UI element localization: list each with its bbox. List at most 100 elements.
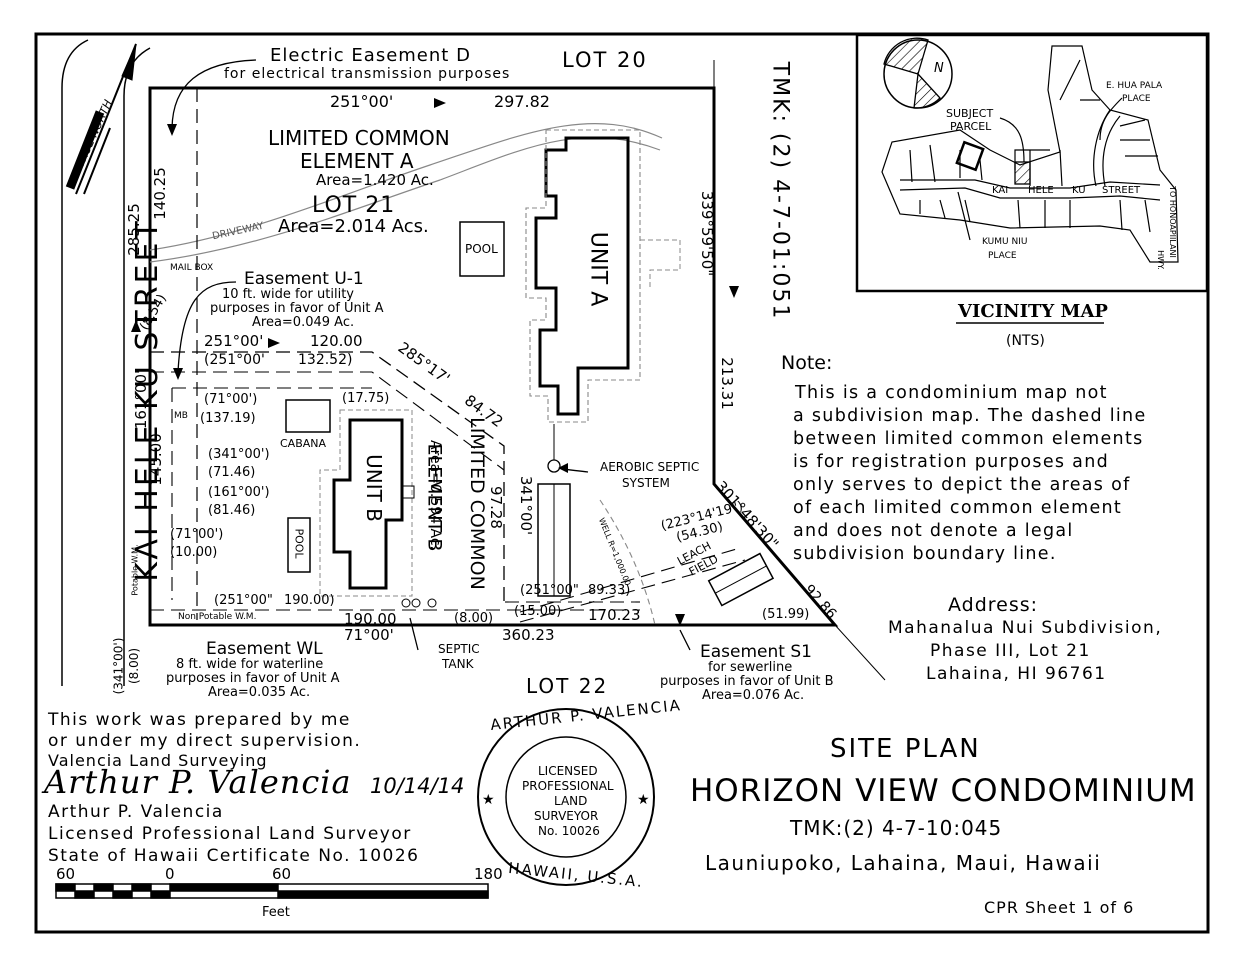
potable-wm: Potable W.M.	[130, 544, 140, 596]
bearing-251d: (251°00"	[214, 593, 273, 608]
aerobic-label-2: SYSTEM	[622, 476, 670, 490]
dim-145-00: 145.00	[146, 433, 165, 486]
cert-line-1: This work was prepared by me	[48, 710, 351, 730]
cabana[interactable]	[285, 399, 331, 433]
dim-8-00b: (8.00)	[127, 647, 142, 685]
surveyor-seal	[477, 708, 655, 886]
seal-center-4: SURVEYOR	[534, 809, 599, 823]
vicinity-hua-1: E. HUA PALA	[1106, 81, 1163, 91]
easement-d-title: Electric Easement D	[270, 45, 471, 66]
note-line: only serves to depict the areas of	[793, 475, 1131, 495]
bearing-251c: (251°00"	[520, 583, 579, 598]
dim-81-46: (81.46)	[208, 503, 256, 518]
vicinity-nts: (NTS)	[1006, 333, 1045, 349]
cert-line-2: or under my direct supervision.	[48, 731, 362, 751]
dim-137-19: (137.19)	[200, 411, 256, 426]
leader-lines	[171, 59, 691, 651]
lce-divider	[150, 351, 505, 602]
seal-center-5: No. 10026	[538, 824, 600, 838]
easement-wl-desc2: purposes in favor of Unit A	[166, 671, 340, 686]
dim-17-75: (17.75)	[342, 391, 390, 406]
easement-wl-desc1: 8 ft. wide for waterline	[176, 657, 324, 672]
note-line: This is a condominium map not	[795, 383, 1108, 403]
vicinity-title: VICINITY MAP	[958, 301, 1108, 322]
lot-21-area: Area=2.014 Acs.	[278, 216, 429, 237]
cert-line-3: Valencia Land Surveying	[48, 751, 268, 770]
title-tmk: TMK:(2) 4-7-10:045	[790, 816, 1003, 840]
top-distance: 297.82	[494, 92, 550, 111]
septic-label-1: SEPTIC	[438, 642, 480, 656]
easement-u1-desc3: Area=0.049 Ac.	[252, 315, 355, 330]
vicinity-kumu-2: PLACE	[988, 251, 1017, 261]
dim-97-28: 97.28	[486, 486, 505, 529]
lce-b-area: Area=0.594 Ac.	[426, 440, 443, 550]
aerobic-label-1: AEROBIC SEPTIC	[600, 460, 700, 474]
top-bearing: 251°00'	[330, 92, 394, 111]
easement-s1-desc3: Area=0.076 Ac.	[702, 688, 805, 703]
vicinity-subject-parcel[interactable]	[1014, 161, 1031, 185]
note-line: between limited common elements	[793, 429, 1144, 449]
seal-center-3: LAND	[554, 794, 588, 808]
scale-bar	[55, 883, 489, 899]
dim-170-23: 170.23	[588, 606, 641, 624]
vicinity-hwy-2: HWY.	[1155, 250, 1165, 270]
unit-a-outline[interactable]	[534, 136, 630, 416]
lot-20-label: LOT 20	[562, 48, 648, 72]
signature-date: 10/14/14	[370, 774, 465, 798]
svg-text:★: ★	[482, 792, 495, 808]
dim-8-00: (8.00)	[454, 611, 494, 626]
surveyor-title: Licensed Professional Land Surveyor	[48, 824, 412, 844]
vicinity-north-symbol	[883, 37, 953, 109]
note-body: This is a condominium map not a subdivis…	[793, 382, 1215, 566]
scale-label: 60	[56, 865, 76, 883]
scale-label: 180	[474, 865, 503, 883]
scale-label: 0	[165, 865, 175, 883]
vicinity-street-1: KAI	[992, 185, 1009, 196]
vicinity-hua-2: PLACE	[1122, 94, 1151, 104]
unit-b-label: UNIT B	[361, 454, 386, 522]
lot-21-label: LOT 21	[312, 193, 396, 218]
true-north-arrow	[65, 43, 137, 195]
signature: Arthur P. Valencia	[44, 763, 352, 801]
address-line-2: Phase III, Lot 21	[930, 641, 1091, 661]
svg-text:★: ★	[637, 792, 650, 808]
note-line: a subdivision map. The dashed line	[793, 406, 1147, 426]
dim-285-25: 285.25	[124, 203, 143, 256]
pool-b[interactable]	[287, 517, 311, 573]
easement-s1-desc1: for sewerline	[708, 660, 793, 675]
pool-a-label: POOL	[465, 242, 498, 256]
sheet-number: CPR Sheet 1 of 6	[984, 898, 1135, 917]
vicinity-frame	[855, 33, 1209, 293]
dim-360-23: 360.23	[502, 626, 555, 644]
bearing-251-paren: (251°00'	[204, 352, 265, 368]
cabana-label: CABANA	[280, 437, 327, 450]
dim-213-31: 213.31	[717, 357, 736, 410]
dim-10-00: (10.00)	[170, 545, 218, 560]
note-line: and does not denote a legal	[793, 521, 1074, 541]
leach-field[interactable]	[707, 552, 775, 607]
surveyor-cert: State of Hawaii Certificate No. 10026	[48, 846, 420, 866]
dim-120-00: 120.00	[310, 332, 363, 350]
scale-unit: Feet	[262, 905, 290, 920]
vicinity-north-label: N	[934, 61, 944, 76]
easement-u1-desc1: 10 ft. wide for utility	[222, 287, 354, 302]
pool-a[interactable]	[459, 221, 505, 277]
surveyor-name: Arthur P. Valencia	[48, 802, 224, 822]
tmk-side-label: TMK: (2) 4-7-01:051	[767, 61, 793, 321]
scale-label: 60	[272, 865, 292, 883]
condominium-name: HORIZON VIEW CONDOMINIUM	[690, 773, 1197, 809]
dim-190-00: 190.00	[344, 610, 397, 628]
mb-label: MB	[174, 411, 188, 421]
vicinity-street-3: KU	[1072, 185, 1086, 196]
vicinity-kumu-1: KUMU NIU	[982, 237, 1028, 247]
bearing-71b: (71°00')	[170, 527, 224, 542]
note-line: of each limited common element	[793, 498, 1123, 518]
non-potable-wm: Non Potable W.M.	[178, 612, 257, 622]
dim-89-33: 89.33)	[588, 583, 631, 598]
note-title: Note:	[781, 352, 833, 374]
septic-label-2: TANK	[442, 657, 474, 671]
sheet-border	[34, 32, 1210, 934]
lce-a-line1: LIMITED COMMON	[268, 126, 450, 150]
address-line-3: Lahaina, HI 96761	[926, 664, 1107, 684]
